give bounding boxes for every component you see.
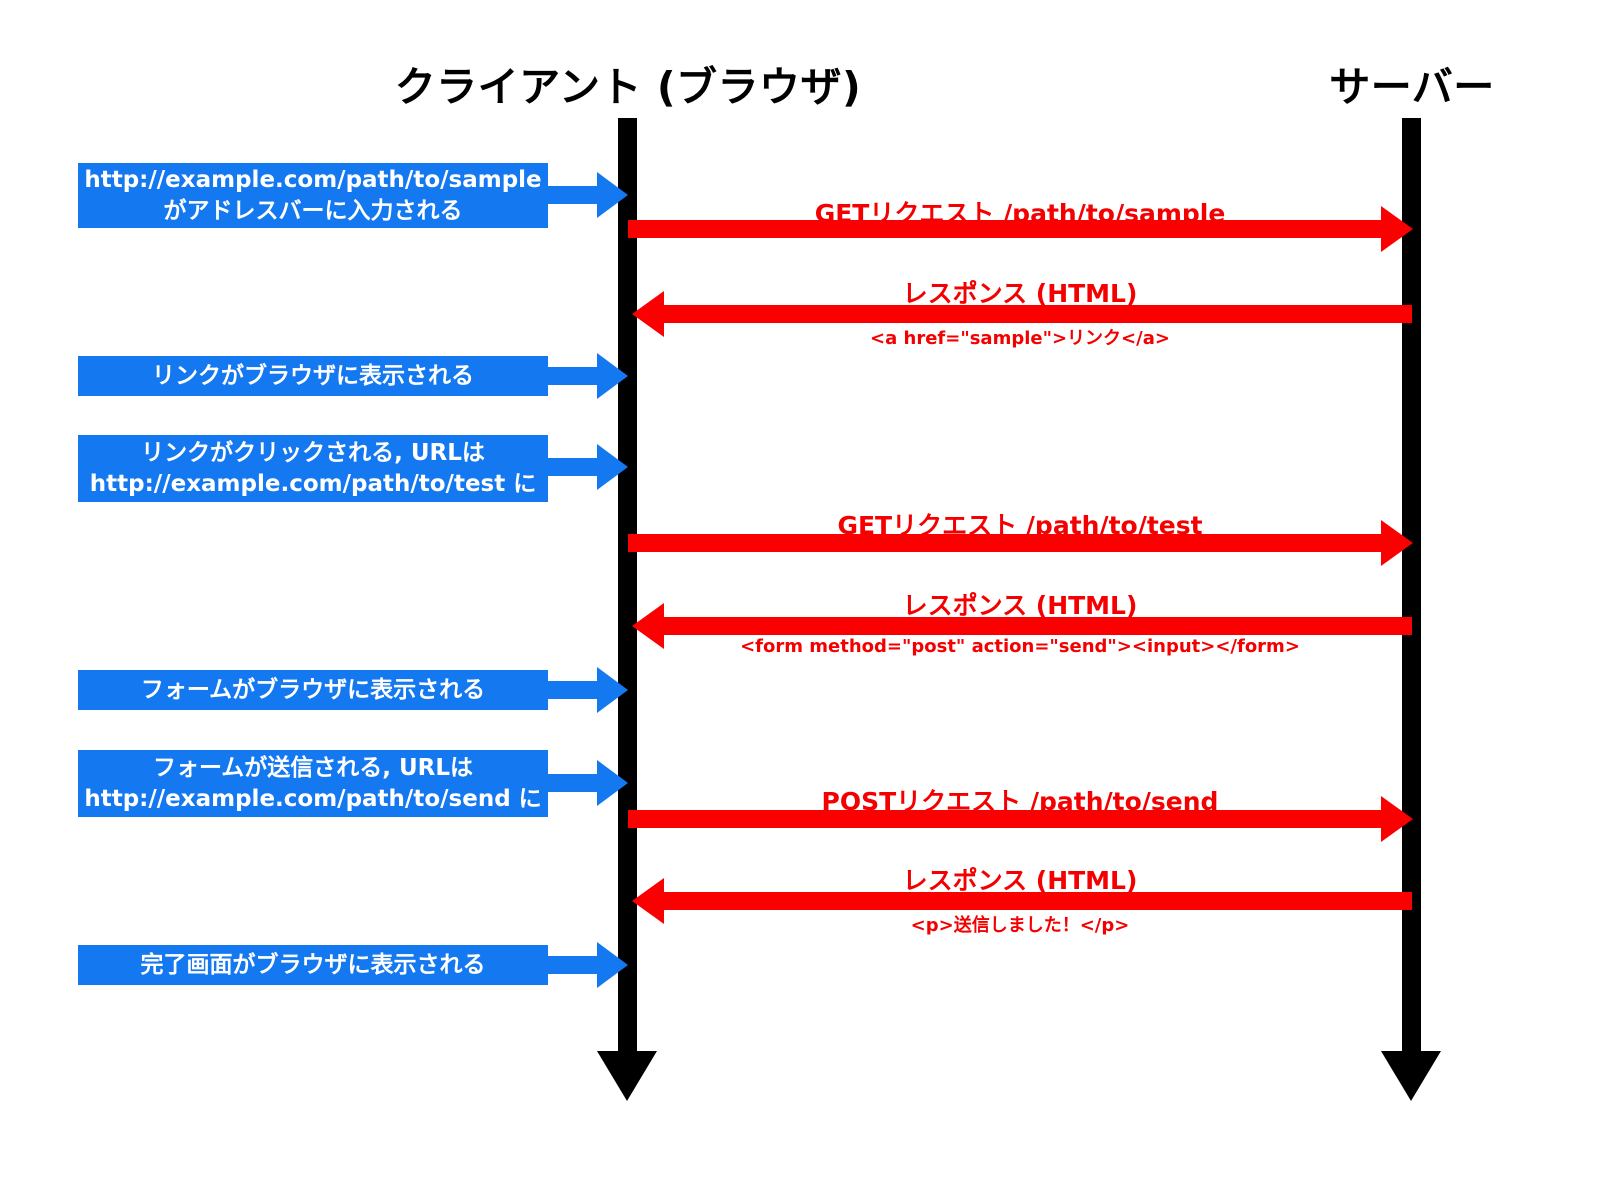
note-line: http://example.com/path/to/test に (89, 470, 537, 497)
message-sublabel: <p>送信しました！</p> (910, 915, 1130, 936)
arrow-shaft (628, 220, 1384, 238)
note-box: フォームが送信される, URLは http://example.com/path… (78, 750, 548, 817)
arrow-head-icon (1381, 206, 1413, 252)
arrow-head-icon (597, 942, 628, 988)
arrow-head-icon (1381, 520, 1413, 566)
arrow-head-icon (597, 353, 628, 399)
message-sublabel: <form method="post" action="send"><input… (740, 636, 1300, 657)
arrow-shaft (548, 367, 600, 385)
arrow-shaft (548, 956, 600, 974)
arrow-head-icon (597, 760, 628, 806)
message-label: レスポンス (HTML) (902, 279, 1138, 308)
note-line: リンクがクリックされる, URLは (141, 439, 485, 466)
note-line: http://example.com/path/to/sample (84, 166, 542, 193)
arrow-head-icon (597, 667, 628, 713)
note-box: リンクがブラウザに表示される (78, 356, 548, 396)
server-lifeline-arrowhead-icon (1381, 1051, 1441, 1101)
arrow-shaft (628, 534, 1384, 552)
arrow-head-icon (632, 603, 664, 649)
server-lifeline-title: サーバー (1329, 63, 1495, 111)
arrow-head-icon (632, 291, 664, 337)
arrow-shaft (663, 892, 1412, 910)
note-box: リンクがクリックされる, URLは http://example.com/pat… (78, 435, 548, 502)
message-label: レスポンス (HTML) (902, 866, 1138, 895)
arrow-head-icon (632, 878, 664, 924)
note-line: リンクがブラウザに表示される (152, 362, 474, 389)
client-lifeline-arrowhead-icon (597, 1051, 657, 1101)
message-label: レスポンス (HTML) (902, 591, 1138, 620)
note-box: フォームがブラウザに表示される (78, 670, 548, 710)
note-line: フォームがブラウザに表示される (140, 676, 486, 703)
arrow-shaft (548, 186, 600, 204)
arrow-shaft (548, 681, 600, 699)
arrow-shaft (628, 810, 1384, 828)
note-box: 完了画面がブラウザに表示される (78, 945, 548, 985)
note-line: http://example.com/path/to/send に (84, 785, 542, 812)
note-box: http://example.com/path/to/sample がアドレスバ… (78, 163, 548, 228)
arrow-shaft (663, 617, 1412, 635)
message-sublabel: <a href="sample">リンク</a> (870, 328, 1170, 349)
arrow-shaft (548, 774, 600, 792)
arrow-head-icon (597, 172, 628, 218)
arrow-shaft (548, 458, 600, 476)
client-lifeline-title: クライアント (ブラウザ) (394, 63, 862, 111)
arrow-head-icon (597, 444, 628, 490)
arrow-shaft (663, 305, 1412, 323)
arrow-head-icon (1381, 796, 1413, 842)
note-line: 完了画面がブラウザに表示される (140, 951, 486, 978)
note-line: がアドレスバーに入力される (163, 197, 463, 224)
note-line: フォームが送信される, URLは (152, 754, 474, 781)
